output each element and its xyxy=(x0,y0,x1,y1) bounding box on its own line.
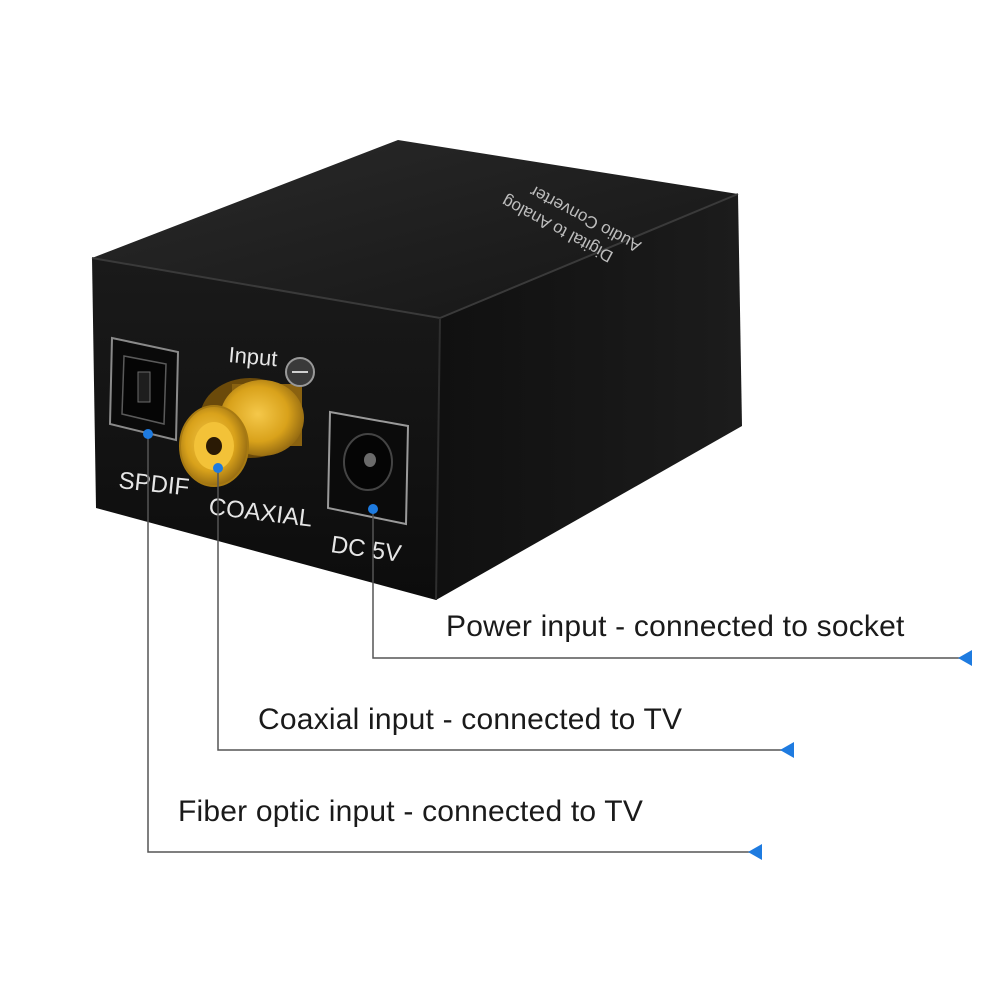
fiber-callout-text: Fiber optic input - connected to TV xyxy=(178,795,644,828)
fiber-arrow-icon xyxy=(748,844,762,860)
fiber-callout-line xyxy=(147,434,752,853)
input-screw xyxy=(285,357,315,387)
coaxial-dot xyxy=(213,463,223,473)
power-callout-text: Power input - connected to socket xyxy=(446,610,905,643)
coaxial-callout-text: Coaxial input - connected to TV xyxy=(258,703,683,736)
box-side-face xyxy=(436,194,742,600)
dc-dot xyxy=(368,504,378,514)
input-label: Input xyxy=(228,342,279,371)
coaxial-callout-line xyxy=(217,468,784,751)
coaxial-arrow-icon xyxy=(780,742,794,758)
callout-lines xyxy=(147,434,962,853)
box-top-face xyxy=(92,140,738,318)
coaxial-port xyxy=(179,378,304,487)
spdif-port xyxy=(108,336,180,442)
power-callout-line xyxy=(372,509,962,659)
converter-box: Digital to Analog Audio Converter xyxy=(91,140,742,601)
spdif-dot xyxy=(143,429,153,439)
power-arrow-icon xyxy=(958,650,972,666)
dc-port xyxy=(326,410,410,526)
